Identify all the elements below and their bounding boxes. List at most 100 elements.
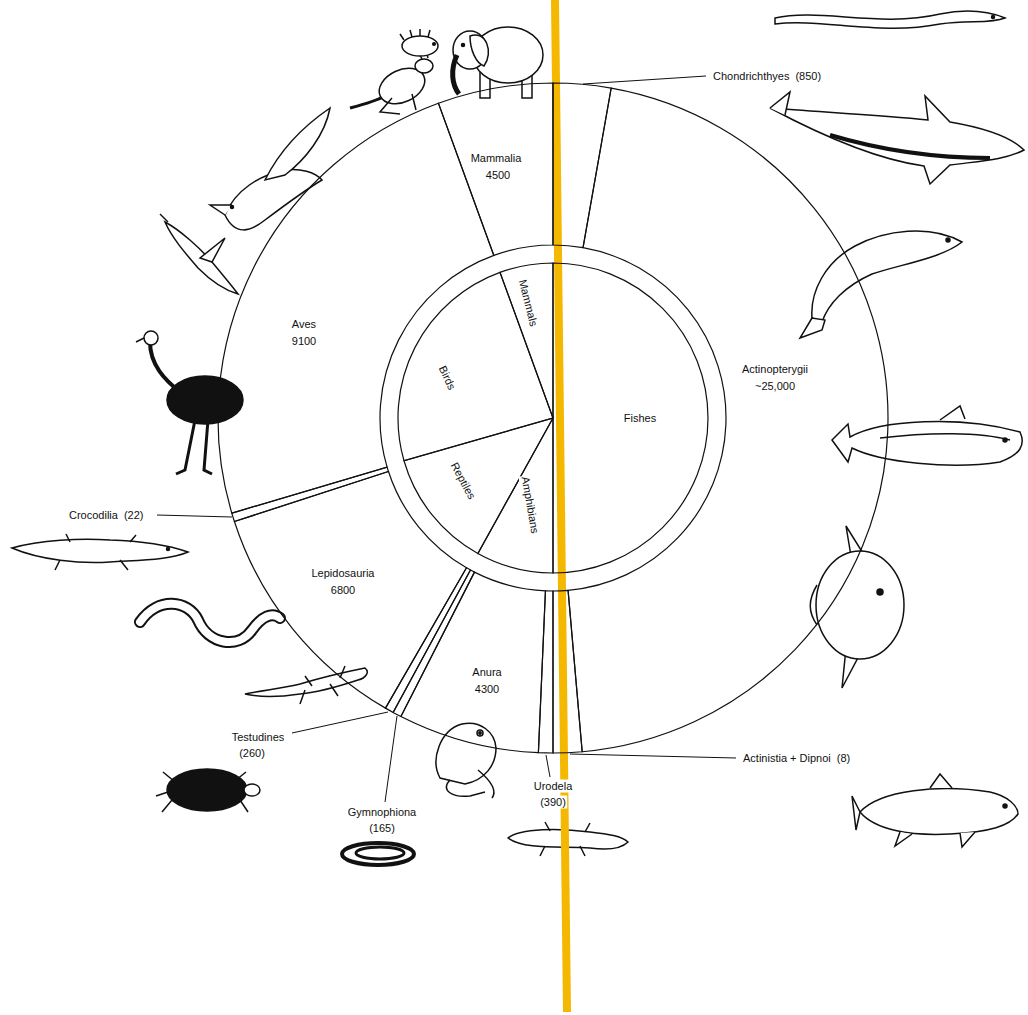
- leader-line: [385, 716, 397, 802]
- sector-outline: [552, 589, 584, 754]
- sector-outline: [398, 272, 553, 460]
- highlight-line: [555, 0, 567, 1012]
- taxon-name: Testudines: [231, 731, 286, 744]
- kangaroo-drawing: [350, 50, 433, 114]
- taxon-sector: Aves9100: [217, 102, 495, 515]
- salmon-drawing: [800, 231, 962, 338]
- group-sector: Mammals: [498, 262, 554, 419]
- taxon-name: Anura: [471, 666, 502, 679]
- taxon-name: Aves: [291, 318, 317, 331]
- species-count: (22): [123, 509, 145, 522]
- sector-outline: [401, 572, 546, 753]
- sunfish-drawing: [816, 551, 904, 659]
- group-sector: Fishes: [552, 262, 709, 574]
- sector-outline: [393, 570, 474, 716]
- leader-line: [157, 76, 736, 802]
- frog-drawing: [477, 730, 483, 736]
- taxon-name: Mammals: [516, 277, 541, 328]
- frog-drawing: [446, 780, 485, 796]
- species-count: (850): [794, 70, 822, 83]
- shark-drawing: [830, 135, 990, 158]
- taxon-name: Actinistia + Dipnoi: [742, 752, 832, 765]
- sector-outline: [538, 591, 553, 753]
- salmon-drawing: [946, 238, 950, 242]
- sector-outline: [478, 418, 553, 573]
- taxon-sector: Testudines(260): [384, 566, 472, 714]
- species-count: 4500: [485, 169, 511, 182]
- taxon-sector: Gymnophiona(165): [392, 569, 476, 718]
- sector-outline: [230, 466, 390, 523]
- taxon-sector: Actinistia + Dipnoi(8): [552, 589, 584, 754]
- ostrich-drawing: [167, 376, 243, 424]
- sector-outline: [392, 569, 476, 718]
- kangaroo-drawing: [350, 96, 385, 108]
- small-mammal-drawing: [400, 29, 438, 56]
- elephant-drawing: [453, 55, 459, 94]
- taxon-name: Mammalia: [470, 152, 523, 165]
- species-count: (165): [368, 822, 396, 835]
- snake-drawing: [140, 604, 280, 642]
- taxon-name: Reptiles: [447, 460, 478, 503]
- sector-outline: [217, 102, 495, 515]
- small-mammal-drawing: [433, 43, 436, 46]
- pelican-drawing: [210, 205, 232, 215]
- pelican-drawing: [231, 206, 234, 209]
- kangaroo-drawing: [380, 94, 416, 114]
- sector-outline: [386, 568, 471, 713]
- seabird-drawing: [160, 214, 238, 294]
- highlight-line: [555, 0, 567, 1012]
- sector-outline: [218, 103, 494, 513]
- sunfish-drawing: [810, 526, 904, 688]
- coelacanth-drawing: [1003, 804, 1007, 808]
- elephant-drawing: [462, 44, 465, 47]
- elephant-drawing: [470, 35, 488, 66]
- sector-outline: [232, 467, 389, 521]
- taxon-name: Birds: [435, 363, 458, 393]
- species-count: (8): [836, 752, 851, 765]
- taxon-name: Crocodilia: [68, 509, 119, 522]
- taxon-sector: Crocodilia(22): [230, 466, 390, 523]
- sector-outline: [404, 418, 553, 554]
- sunfish-drawing: [810, 585, 817, 625]
- caecilian-drawing: [342, 843, 414, 865]
- sector-outline: [476, 417, 554, 574]
- sector-outline: [568, 88, 888, 752]
- caecilian-drawing: [356, 847, 404, 859]
- frog-drawing: [436, 723, 496, 798]
- tuna-drawing: [832, 421, 1022, 465]
- crocodile-drawing: [167, 548, 170, 551]
- salmon-drawing: [812, 231, 962, 322]
- turtle-drawing: [167, 769, 247, 811]
- taxon-name: Urodela: [533, 780, 574, 793]
- crocodile-drawing: [12, 539, 188, 562]
- coelacanth-drawing: [852, 774, 1018, 847]
- taxon-name: Actinopterygii: [741, 363, 809, 376]
- species-count: (390): [539, 796, 567, 809]
- lizard-drawing: [300, 666, 345, 704]
- kangaroo-drawing: [415, 59, 433, 73]
- seabird-drawing: [160, 214, 168, 222]
- taxon-name: Lepidosauria: [311, 567, 376, 580]
- turtle-drawing: [156, 769, 260, 812]
- sector-outline: [567, 87, 889, 753]
- taxon-name: Fishes: [623, 412, 657, 425]
- shark-drawing: [770, 92, 1024, 184]
- pelican-drawing: [210, 108, 330, 230]
- coelacanth-drawing: [960, 832, 975, 847]
- tuna-drawing: [940, 406, 965, 420]
- ostrich-drawing: [176, 420, 212, 474]
- eel-drawing: [775, 11, 1005, 28]
- salmon-drawing: [800, 318, 825, 338]
- sunfish-drawing: [877, 589, 883, 595]
- taxon-sector: Mammalia 4500: [437, 82, 554, 257]
- sector-outline: [552, 82, 613, 249]
- sector-outline: [234, 471, 466, 708]
- ostrich-drawing: [144, 331, 158, 345]
- lizard-drawing: [245, 668, 367, 697]
- frog-drawing: [436, 723, 496, 784]
- sector-outline: [553, 263, 708, 573]
- crocodile-drawing: [12, 534, 188, 570]
- shark-drawing: [770, 92, 790, 115]
- coelacanth-drawing: [852, 796, 860, 830]
- seabird-drawing: [165, 222, 238, 294]
